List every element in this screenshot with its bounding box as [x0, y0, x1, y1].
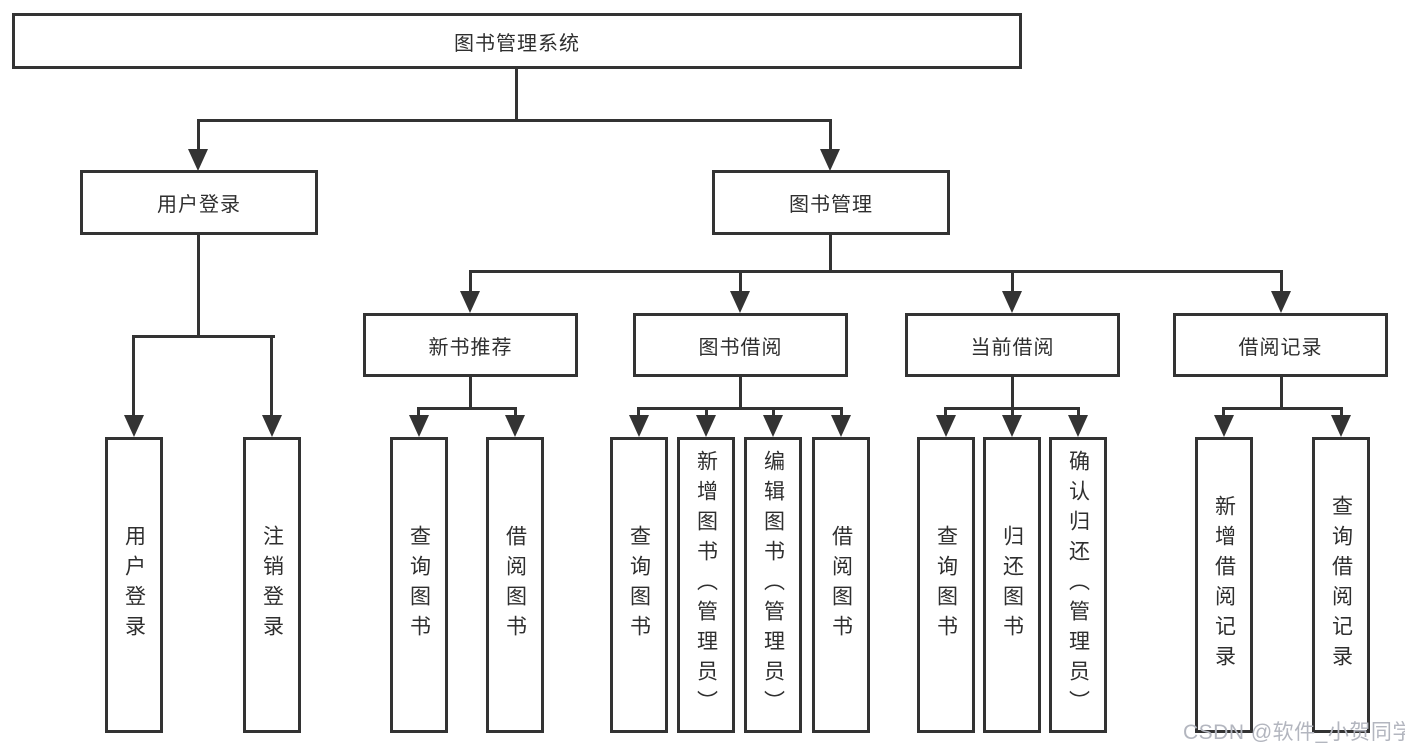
leaf-label: 查询图书: [407, 525, 431, 645]
connector-line: [132, 335, 135, 418]
leaf-borrow-books: 借阅图书: [812, 437, 870, 733]
arrow-down-icon: [831, 415, 851, 437]
connector-line: [1011, 270, 1014, 294]
leaf-borrow-books-recommend: 借阅图书: [486, 437, 544, 733]
leaf-logout: 注销登录: [243, 437, 301, 733]
connector-line: [1280, 377, 1283, 410]
leaf-label: 注销登录: [260, 525, 284, 645]
node-borrowing-records: 借阅记录: [1173, 313, 1388, 377]
leaf-add-borrow-record: 新增借阅记录: [1195, 437, 1253, 733]
connector-line: [197, 119, 200, 152]
arrow-down-icon: [505, 415, 525, 437]
leaf-user-login: 用户登录: [105, 437, 163, 733]
leaf-label: 新增借阅记录: [1212, 495, 1236, 675]
connector-line: [637, 407, 843, 410]
arrow-down-icon: [460, 291, 480, 313]
connector-line: [1222, 407, 1225, 418]
arrow-down-icon: [936, 415, 956, 437]
arrow-down-icon: [1331, 415, 1351, 437]
leaf-label: 归还图书: [1000, 525, 1024, 645]
connector-line: [829, 119, 832, 152]
connector-line: [840, 407, 843, 418]
connector-line: [469, 377, 472, 410]
leaf-query-books-current: 查询图书: [917, 437, 975, 733]
leaf-label: 新增图书（管理员）: [694, 450, 718, 720]
arrow-down-icon: [188, 149, 208, 171]
leaf-query-borrow-record: 查询借阅记录: [1312, 437, 1370, 733]
leaf-query-books-recommend: 查询图书: [390, 437, 448, 733]
arrow-down-icon: [124, 415, 144, 437]
node-new-book-recommend: 新书推荐: [363, 313, 578, 377]
connector-line: [197, 235, 200, 338]
leaf-return-books: 归还图书: [983, 437, 1041, 733]
leaf-label: 查询图书: [627, 525, 651, 645]
arrow-down-icon: [820, 149, 840, 171]
arrow-down-icon: [1214, 415, 1234, 437]
leaf-query-books-borrowing: 查询图书: [610, 437, 668, 733]
arrow-down-icon: [730, 291, 750, 313]
connector-line: [829, 235, 832, 273]
connector-line: [132, 335, 275, 338]
csdn-watermark: CSDN @软件_小贺同学: [1183, 721, 1405, 744]
node-current-borrowing: 当前借阅: [905, 313, 1120, 377]
connector-line: [515, 69, 518, 121]
connector-line: [705, 407, 708, 418]
arrow-down-icon: [1002, 291, 1022, 313]
arrow-down-icon: [763, 415, 783, 437]
connector-line: [1077, 407, 1080, 418]
leaf-label: 编辑图书（管理员）: [761, 450, 785, 720]
leaf-confirm-return-admin: 确认归还（管理员）: [1049, 437, 1107, 733]
arrow-down-icon: [629, 415, 649, 437]
leaf-label: 借阅图书: [829, 525, 853, 645]
arrow-down-icon: [1002, 415, 1022, 437]
connector-line: [197, 119, 832, 122]
leaf-label: 查询借阅记录: [1329, 495, 1353, 675]
leaf-add-books-admin: 新增图书（管理员）: [677, 437, 735, 733]
connector-line: [417, 407, 420, 418]
node-library-management-system: 图书管理系统: [12, 13, 1022, 69]
arrow-down-icon: [696, 415, 716, 437]
arrow-down-icon: [1068, 415, 1088, 437]
node-book-borrowing: 图书借阅: [633, 313, 848, 377]
connector-line: [944, 407, 947, 418]
leaf-label: 借阅图书: [503, 525, 527, 645]
connector-line: [637, 407, 640, 418]
connector-line: [469, 270, 1283, 273]
node-user-login: 用户登录: [80, 170, 318, 235]
leaf-label: 确认归还（管理员）: [1066, 450, 1090, 720]
node-book-management: 图书管理: [712, 170, 950, 235]
connector-line: [1011, 377, 1014, 410]
connector-line: [1280, 270, 1283, 294]
leaf-label: 用户登录: [122, 525, 146, 645]
arrow-down-icon: [1271, 291, 1291, 313]
connector-line: [1011, 407, 1014, 418]
connector-line: [772, 407, 775, 418]
connector-line: [514, 407, 517, 418]
connector-line: [739, 270, 742, 294]
connector-line: [469, 270, 472, 294]
leaf-edit-books-admin: 编辑图书（管理员）: [744, 437, 802, 733]
leaf-label: 查询图书: [934, 525, 958, 645]
connector-line: [270, 335, 273, 418]
arrow-down-icon: [262, 415, 282, 437]
connector-line: [1340, 407, 1343, 418]
connector-line: [417, 407, 517, 410]
connector-line: [1222, 407, 1343, 410]
connector-line: [739, 377, 742, 410]
arrow-down-icon: [409, 415, 429, 437]
